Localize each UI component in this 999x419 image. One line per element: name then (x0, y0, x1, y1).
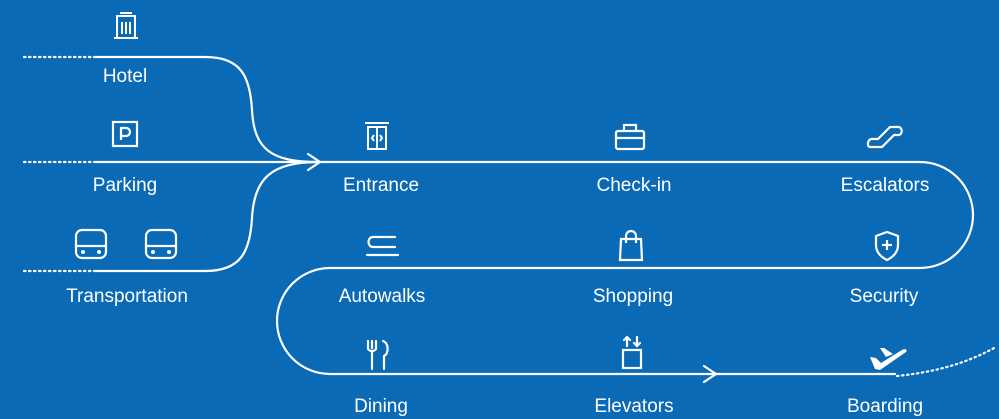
elevator-icon (621, 335, 643, 370)
station-label-shopping: Shopping (592, 286, 674, 307)
station-label-security: Security (849, 286, 919, 307)
airplane-departure-icon (870, 348, 907, 370)
station-label-escalators: Escalators (840, 175, 930, 196)
station-label-autowalks: Autowalks (338, 286, 426, 307)
takeoff-dotted-trail (895, 345, 998, 378)
suitcase-icon (614, 123, 646, 151)
transportation-route (94, 160, 320, 273)
station-label-check-in: Check-in (596, 175, 672, 196)
station-label-elevators: Elevators (594, 396, 674, 417)
security-shield-icon (874, 230, 900, 262)
main-route (275, 160, 975, 376)
parking-sign-icon (111, 120, 139, 148)
station-label-dining: Dining (354, 396, 408, 417)
source-label-transportation: Transportation (66, 286, 188, 307)
sliding-door-icon (365, 122, 389, 150)
moving-walkway-icon (365, 235, 400, 257)
fork-knife-icon (366, 339, 389, 371)
source-label-parking: Parking (92, 175, 158, 196)
hotel-route (94, 55, 320, 164)
boarding-arrow-head (702, 364, 718, 384)
station-label-boarding: Boarding (846, 396, 924, 417)
escalator-icon (866, 125, 903, 149)
source-label-hotel: Hotel (102, 66, 148, 87)
station-label-entrance: Entrance (342, 175, 420, 196)
bus-icon (74, 228, 178, 260)
shopping-bag-icon (618, 229, 644, 262)
hotel-building-icon (114, 12, 138, 39)
